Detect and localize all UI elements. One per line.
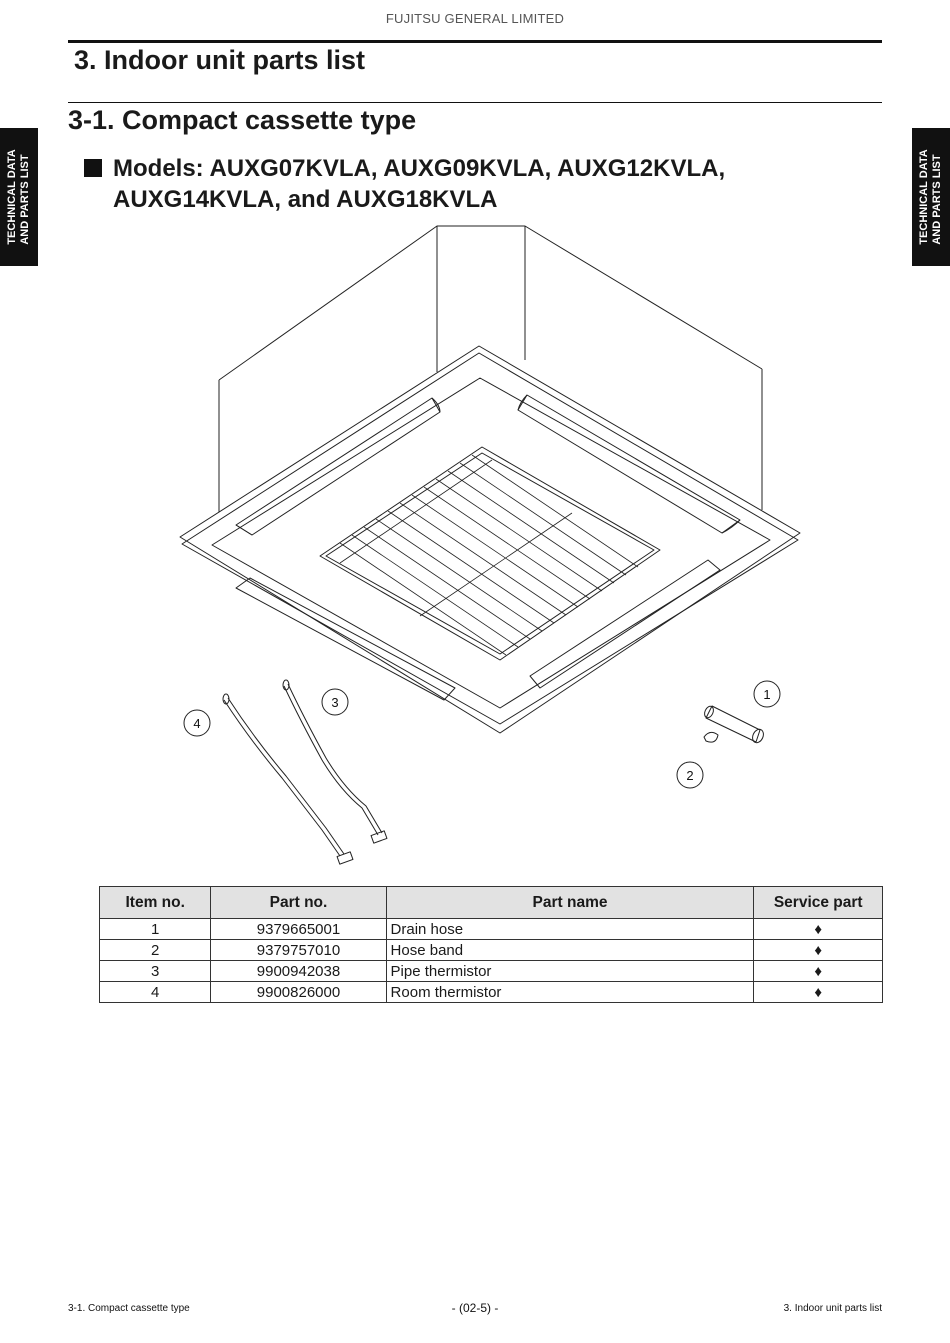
section-title: 3. Indoor unit parts list: [74, 45, 366, 75]
part-no-cell: 9900826000: [210, 981, 387, 1003]
table-row: 4 9900826000 Room thermistor ♦: [98, 981, 883, 1003]
callout-2-label: 2: [686, 768, 693, 783]
callout-2: 2: [676, 761, 704, 789]
callout-3: 3: [321, 688, 349, 716]
top-rule: [68, 40, 882, 43]
exploded-view-diagram: 1 2 3 4: [179, 225, 801, 865]
service-part-cell: ♦: [753, 918, 883, 940]
service-part-cell: ♦: [753, 939, 883, 961]
header-item-no: Item no.: [98, 886, 212, 919]
footer-left: 3-1. Compact cassette type: [68, 1303, 190, 1314]
section-rule: [68, 102, 882, 103]
item-no-cell: 2: [98, 939, 212, 961]
item-no-cell: 4: [98, 981, 212, 1003]
service-part-cell: ♦: [753, 981, 883, 1003]
footer-page-number: - (02-5) -: [451, 1301, 499, 1315]
models-line-2: AUXG14KVLA, and AUXG18KVLA: [113, 186, 498, 213]
item-no-cell: 3: [98, 960, 212, 982]
callout-4: 4: [183, 709, 211, 737]
header-service-part: Service part: [753, 886, 883, 919]
side-tab-right: TECHNICAL DATA AND PARTS LIST: [912, 128, 950, 266]
models-line-1: Models: AUXG07KVLA, AUXG09KVLA, AUXG12KV…: [113, 155, 726, 182]
intake-grille-slats: [339, 454, 639, 656]
room-thermistor-part: [222, 693, 354, 865]
part-name-cell: Room thermistor: [385, 981, 755, 1003]
callout-1-label: 1: [763, 687, 770, 702]
callout-3-label: 3: [331, 695, 338, 710]
unit-body: [218, 225, 763, 520]
footer-right: 3. Indoor unit parts list: [783, 1303, 882, 1314]
table-header-row: Item no. Part no. Part name Service part: [98, 886, 883, 919]
drain-hose-part: [703, 705, 764, 744]
square-bullet-icon: [84, 159, 102, 177]
header-part-no: Part no.: [210, 886, 387, 919]
part-no-cell: 9379665001: [210, 918, 387, 940]
part-no-cell: 9379757010: [210, 939, 387, 961]
decoration-panel: [179, 345, 801, 734]
header-part-name: Part name: [385, 886, 755, 919]
pipe-thermistor-part: [282, 679, 388, 844]
parts-table: Item no. Part no. Part name Service part…: [98, 886, 883, 1003]
table-row: 2 9379757010 Hose band ♦: [98, 939, 883, 961]
subsection-title: 3-1. Compact cassette type: [68, 105, 417, 135]
side-tab-left: TECHNICAL DATA AND PARTS LIST: [0, 128, 38, 266]
part-name-cell: Hose band: [385, 939, 755, 961]
table-row: 1 9379665001 Drain hose ♦: [98, 918, 883, 940]
table-row: 3 9900942038 Pipe thermistor ♦: [98, 960, 883, 982]
service-part-cell: ♦: [753, 960, 883, 982]
company-header: FUJITSU GENERAL LIMITED: [385, 11, 565, 26]
callout-1: 1: [753, 680, 781, 708]
part-name-cell: Pipe thermistor: [385, 960, 755, 982]
part-name-cell: Drain hose: [385, 918, 755, 940]
part-no-cell: 9900942038: [210, 960, 387, 982]
item-no-cell: 1: [98, 918, 212, 940]
callout-4-label: 4: [193, 716, 200, 731]
